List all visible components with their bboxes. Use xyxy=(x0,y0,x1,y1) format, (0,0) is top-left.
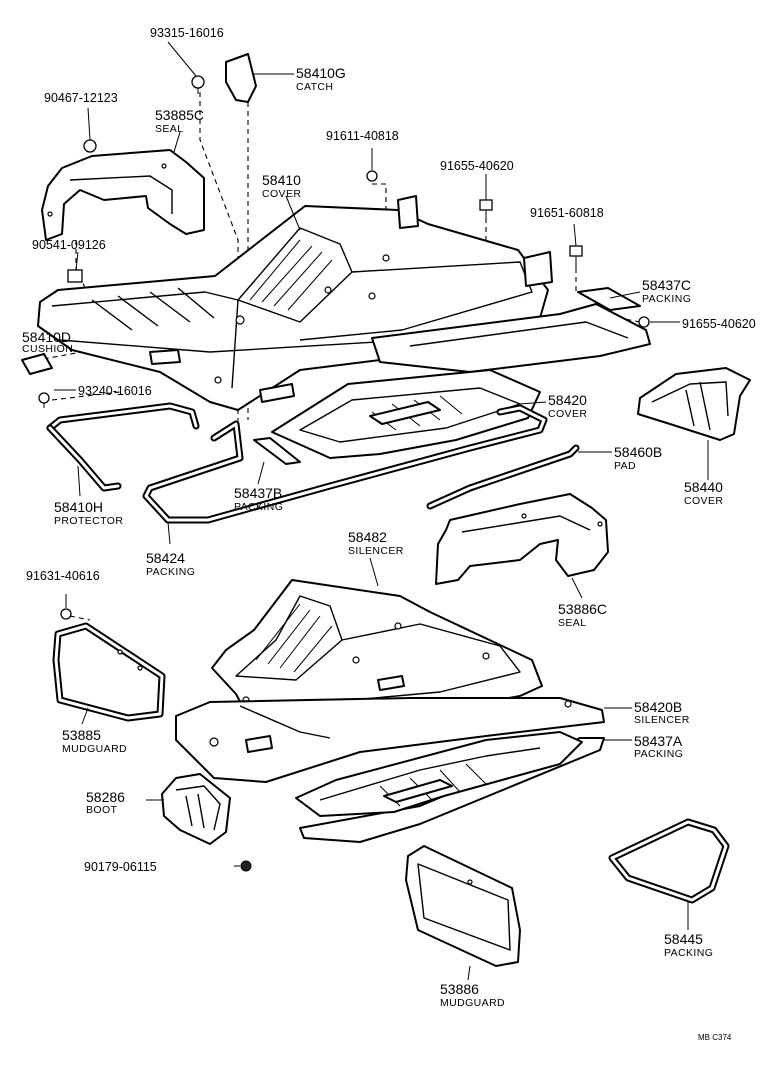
mudguard-53885 xyxy=(52,622,166,722)
boot-58286 xyxy=(161,773,231,845)
part-number-91631: 91631-40616 xyxy=(26,569,100,583)
part-name-58420B: SILENCER xyxy=(634,714,690,726)
part-name-58437C: PACKING xyxy=(642,293,691,305)
part-name-58420: COVER xyxy=(548,408,587,420)
part-name-58482: SILENCER xyxy=(348,545,404,557)
part-number-58410: 58410 xyxy=(262,172,301,188)
part-number-58437A: 58437A xyxy=(634,733,683,749)
part-name-58410G: CATCH xyxy=(296,81,333,93)
part-name-58410H: PROTECTOR xyxy=(54,515,123,527)
part-name-53885C: SEAL xyxy=(155,123,183,135)
part-name-58437B: PACKING xyxy=(234,501,283,513)
part-number-58437C: 58437C xyxy=(642,277,691,293)
cover-58420 xyxy=(271,369,541,459)
silencer-58482 xyxy=(211,579,543,723)
diagram-code: MB C374 xyxy=(698,1033,732,1042)
part-number-90467: 90467-12123 xyxy=(44,91,118,105)
seal-53886C xyxy=(435,493,609,585)
part-number-53885: 53885 xyxy=(62,727,101,743)
part-number-91651: 91651-60818 xyxy=(530,206,604,220)
part-number-58445: 58445 xyxy=(664,931,703,947)
fasteners xyxy=(21,53,650,872)
part-number-58440: 58440 xyxy=(684,479,723,495)
packing-58424 xyxy=(142,404,548,524)
part-name-58460B: PAD xyxy=(614,460,636,472)
part-number-90541: 90541-09126 xyxy=(32,238,106,252)
labels: 93315-16016 58410G CATCH 90467-12123 538… xyxy=(22,26,756,1042)
part-number-58424: 58424 xyxy=(146,550,185,566)
part-name-58445: PACKING xyxy=(664,947,713,959)
part-name-53886C: SEAL xyxy=(558,617,586,629)
part-number-91655-right: 91655-40620 xyxy=(682,317,756,331)
part-number-58286: 58286 xyxy=(86,789,125,805)
flange-right xyxy=(371,287,651,373)
mudguard-53886 xyxy=(405,845,521,967)
part-number-58410D: 58410D xyxy=(22,329,71,345)
part-name-58440: COVER xyxy=(684,495,723,507)
part-number-93315: 93315-16016 xyxy=(150,26,224,40)
part-number-58420: 58420 xyxy=(548,392,587,408)
part-number-53886: 53886 xyxy=(440,981,479,997)
packing-58445 xyxy=(608,818,730,904)
silencer-58420B xyxy=(175,697,605,783)
part-number-58437B: 58437B xyxy=(234,485,282,501)
part-name-53885: MUDGUARD xyxy=(62,743,127,755)
part-number-91655-upper: 91655-40620 xyxy=(440,159,514,173)
part-number-58482: 58482 xyxy=(348,529,387,545)
seal-53885C xyxy=(41,149,205,241)
part-number-93240: 93240-16016 xyxy=(78,384,152,398)
cover-58440 xyxy=(637,367,751,441)
part-name-58437A: PACKING xyxy=(634,748,683,760)
part-name-58410D: CUSHION xyxy=(22,343,73,355)
part-number-91611: 91611-40818 xyxy=(326,129,399,143)
part-number-58420B: 58420B xyxy=(634,699,682,715)
part-number-53885C: 53885C xyxy=(155,107,204,123)
part-name-58286: BOOT xyxy=(86,804,118,816)
leader-lines xyxy=(54,41,709,981)
part-name-53886: MUDGUARD xyxy=(440,997,505,1009)
protector-58410H xyxy=(46,402,200,492)
packing-58437B xyxy=(253,437,301,465)
part-number-53886C: 53886C xyxy=(558,601,607,617)
part-number-90179: 90179-06115 xyxy=(84,860,157,874)
part-name-58424: PACKING xyxy=(146,566,195,578)
packing-58437A xyxy=(295,731,605,843)
pad-58460B xyxy=(426,444,580,510)
part-name-58410: COVER xyxy=(262,188,301,200)
part-number-58460B: 58460B xyxy=(614,444,662,460)
part-number-58410H: 58410H xyxy=(54,499,103,515)
part-number-58410G: 58410G xyxy=(296,65,346,81)
